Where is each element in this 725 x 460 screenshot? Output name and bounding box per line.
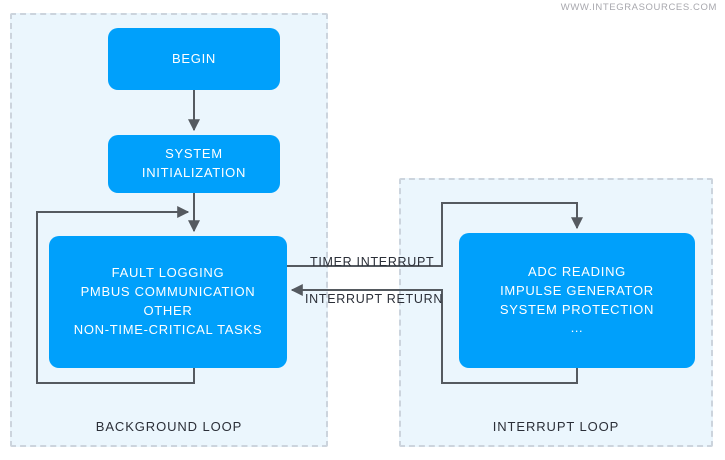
node-system-initialization: SYSTEM INITIALIZATION xyxy=(108,135,280,193)
node-begin-label: BEGIN xyxy=(172,50,216,66)
node-background-tasks: FAULT LOGGING PMBUS COMMUNICATION OTHER … xyxy=(49,236,287,368)
node-begin: BEGIN xyxy=(108,28,280,90)
node-background-tasks-label: FAULT LOGGING PMBUS COMMUNICATION OTHER … xyxy=(73,265,263,337)
node-interrupt-tasks-label: ADC READING IMPULSE GENERATOR SYSTEM PRO… xyxy=(499,263,655,336)
watermark-text: WWW.INTEGRASOURCES.COM xyxy=(560,2,717,13)
edge-label-timer-interrupt: TIMER INTERRUPT xyxy=(310,255,435,269)
node-system-initialization-label: SYSTEM INITIALIZATION xyxy=(141,146,247,180)
background-loop-label: BACKGROUND LOOP xyxy=(95,419,243,434)
interrupt-loop-label: INTERRUPT LOOP xyxy=(492,419,620,434)
edge-label-interrupt-return: INTERRUPT RETURN xyxy=(305,292,444,306)
node-interrupt-tasks: ADC READING IMPULSE GENERATOR SYSTEM PRO… xyxy=(459,233,695,368)
